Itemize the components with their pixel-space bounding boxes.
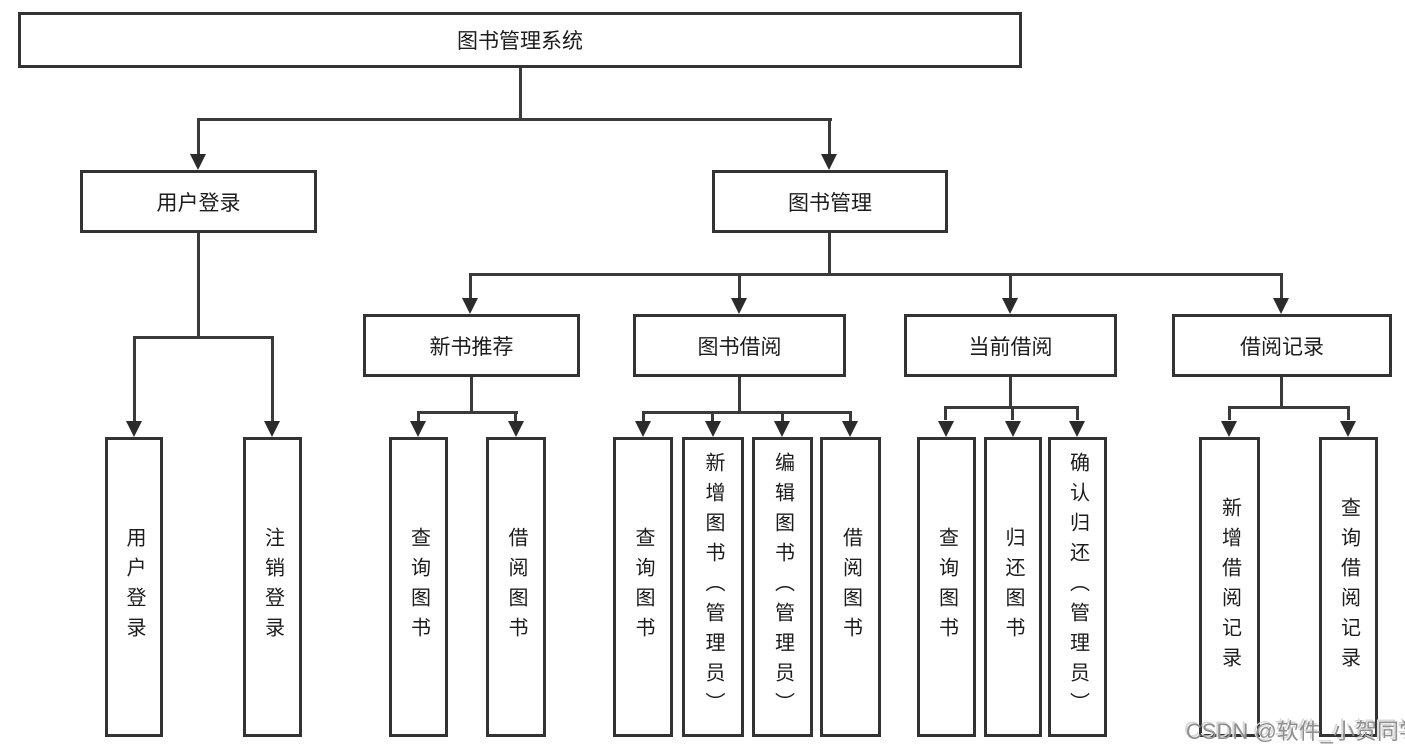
arrowhead-down-icon [1340,421,1356,437]
arrowhead-down-icon [410,421,426,437]
node-borrow-records: 借阅记录 [1172,314,1392,377]
arrowhead-down-icon [1069,421,1085,437]
connector-bb-query-drop [642,411,645,422]
arrowhead-down-icon [938,421,954,437]
node-br-query-record: 查询借阅记录 [1319,437,1378,737]
arrowhead-down-icon [126,421,142,437]
arrowhead-down-icon [1005,421,1021,437]
node-bb-add-book: 新增图书（管理员） [682,437,744,737]
node-bb-query-book: 查询图书 [613,437,673,737]
connector-borrow-records-rail [1228,406,1349,409]
node-book-borrow: 图书借阅 [633,314,846,377]
connector-book-mgmt-stem [828,233,831,275]
connector-book-borrow-stem [738,377,741,413]
node-logout: 注销登录 [243,437,302,737]
arrowhead-down-icon [1002,298,1018,314]
arrowhead-down-icon [635,421,651,437]
node-new-books: 新书推荐 [363,314,580,377]
arrowhead-down-icon [1273,298,1289,314]
arrowhead-down-icon [462,298,478,314]
connector-level1-rail [197,118,832,121]
connector-book-mgmt-drop [828,118,831,155]
node-bb-borrow-book: 借阅图书 [820,437,881,737]
arrowhead-down-icon [705,421,721,437]
arrowhead-down-icon [264,421,280,437]
connector-br-add-drop [1228,406,1231,420]
connector-borrow-records-drop [1280,273,1283,299]
connector-bb-add-drop [711,411,714,422]
node-current-borrow: 当前借阅 [904,314,1117,377]
connector-nb-query-drop [417,411,420,422]
connector-user-login-stem [197,233,200,337]
node-br-add-record: 新增借阅记录 [1199,437,1260,737]
connector-user-login-drop [197,118,200,155]
connector-login-drop [133,336,136,421]
connector-user-login-rail [133,336,274,339]
connector-borrow-records-stem [1280,377,1283,408]
connector-cb-query-drop [944,406,947,420]
node-root: 图书管理系统 [18,12,1022,68]
connector-logout-drop [271,336,274,421]
node-nb-borrow-book: 借阅图书 [486,437,546,737]
arrowhead-down-icon [508,421,524,437]
arrowhead-down-icon [1221,421,1237,437]
node-book-mgmt: 图书管理 [712,170,948,233]
connector-nb-borrow-drop [514,411,517,422]
node-cb-return-book: 归还图书 [984,437,1042,737]
arrowhead-down-icon [774,421,790,437]
arrowhead-down-icon [842,421,858,437]
node-cb-query-book: 查询图书 [917,437,976,737]
arrowhead-down-icon [731,298,747,314]
connector-root-stem [519,68,522,118]
connector-cb-return-drop [1011,406,1014,420]
connector-new-books-drop [469,273,472,299]
node-bb-edit-book: 编辑图书（管理员） [752,437,813,737]
csdn-watermark: CSDN @软件_小贺同学 [1186,719,1405,744]
connector-new-books-stem [470,377,473,413]
connector-book-borrow-rail [642,411,851,414]
connector-br-query-drop [1347,406,1350,420]
arrowhead-down-icon [190,154,206,170]
connector-new-books-rail [417,411,518,414]
node-user-login: 用户登录 [80,170,317,233]
connector-cb-confirm-drop [1076,406,1079,420]
connector-bb-edit-drop [781,411,784,422]
node-login: 用户登录 [105,437,163,737]
connector-book-borrow-drop [738,273,741,299]
connector-current-borrow-stem [1009,377,1012,408]
arrowhead-down-icon [821,154,837,170]
node-cb-confirm-return: 确认归还（管理员） [1048,437,1107,737]
connector-bb-borrow-drop [849,411,852,422]
node-nb-query-book: 查询图书 [389,437,448,737]
connector-current-borrow-drop [1009,273,1012,299]
connector-level3-rail [469,273,1283,276]
